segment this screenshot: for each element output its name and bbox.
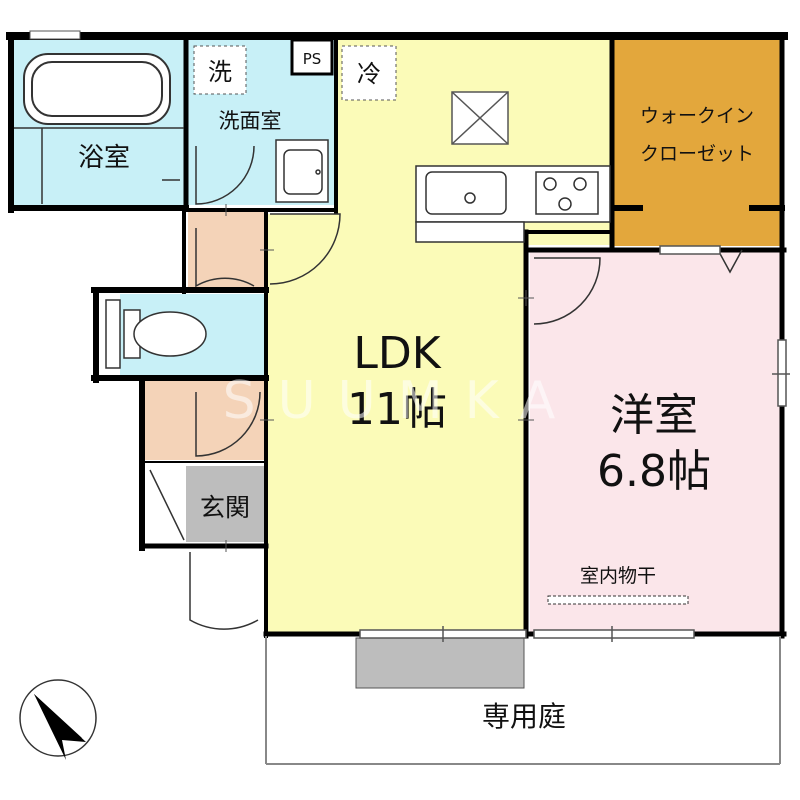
washer-space bbox=[193, 45, 247, 95]
indoor-drying-label: 室内物干 bbox=[580, 565, 656, 587]
washroom-label: 洗面室 bbox=[219, 109, 282, 133]
kitchen-counter bbox=[415, 165, 611, 243]
fridge-label: 冷 bbox=[357, 60, 381, 88]
hall-fill-upper bbox=[188, 212, 266, 290]
entrance-fill bbox=[186, 466, 264, 542]
indoor-drying-rod bbox=[547, 595, 689, 605]
fridge-space bbox=[341, 45, 397, 101]
range-hood bbox=[451, 91, 509, 145]
walkin-label: ウォークイン bbox=[640, 105, 754, 127]
wash-basin bbox=[275, 139, 329, 203]
bathtub bbox=[14, 53, 184, 204]
entrance-label: 玄関 bbox=[200, 493, 250, 522]
closet-label: クローゼット bbox=[640, 143, 754, 165]
western-size-label: 6.8帖 bbox=[597, 446, 711, 497]
western-fill bbox=[530, 250, 780, 632]
washer-label: 洗 bbox=[208, 58, 232, 86]
ldk-fill-lower bbox=[268, 214, 526, 632]
ps-box bbox=[290, 38, 334, 76]
compass-icon bbox=[19, 679, 97, 760]
bath-label: 浴室 bbox=[78, 143, 130, 173]
walls bbox=[6, 32, 788, 639]
watermark: SUUMKA bbox=[223, 371, 578, 431]
bath-window bbox=[29, 30, 81, 40]
garden bbox=[265, 636, 781, 765]
closet-fill bbox=[614, 40, 780, 246]
toilet bbox=[105, 299, 207, 369]
hall-fill-lower bbox=[145, 380, 266, 460]
western-name-label: 洋室 bbox=[610, 390, 698, 441]
ldk-name-label: LDK bbox=[353, 328, 441, 379]
windows bbox=[225, 204, 790, 642]
doors bbox=[149, 145, 743, 630]
balcony-step bbox=[355, 637, 525, 689]
ldk-size-label: 11帖 bbox=[347, 384, 447, 435]
ps-label: PS bbox=[303, 50, 322, 68]
garden-label: 専用庭 bbox=[482, 700, 566, 733]
